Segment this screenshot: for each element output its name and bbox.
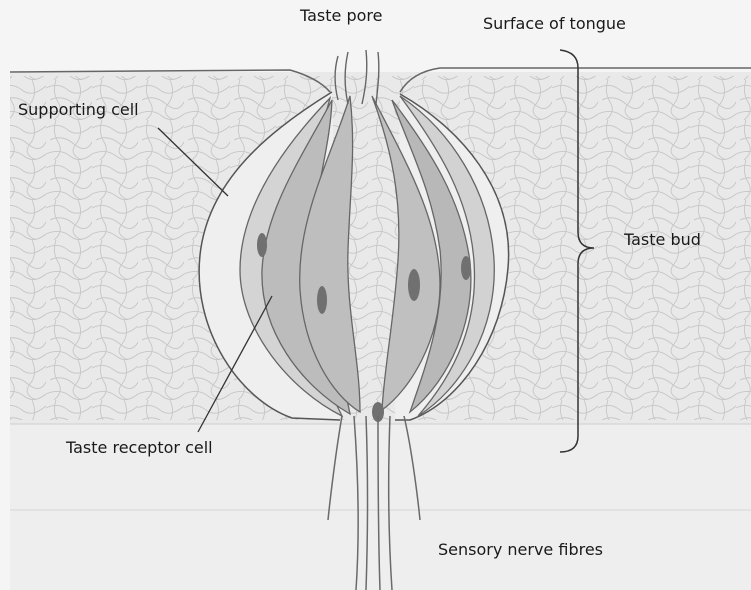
label-surface-of-tongue: Surface of tongue	[483, 14, 626, 34]
label-taste-pore: Taste pore	[300, 6, 382, 26]
nucleus	[408, 269, 420, 301]
label-sensory-nerve-fibres: Sensory nerve fibres	[438, 540, 603, 560]
label-supporting-cell: Supporting cell	[18, 100, 139, 120]
nucleus	[317, 286, 327, 314]
nucleus	[257, 233, 267, 257]
label-taste-bud: Taste bud	[624, 230, 701, 250]
nucleus	[461, 256, 471, 280]
label-taste-receptor-cell: Taste receptor cell	[66, 438, 213, 458]
